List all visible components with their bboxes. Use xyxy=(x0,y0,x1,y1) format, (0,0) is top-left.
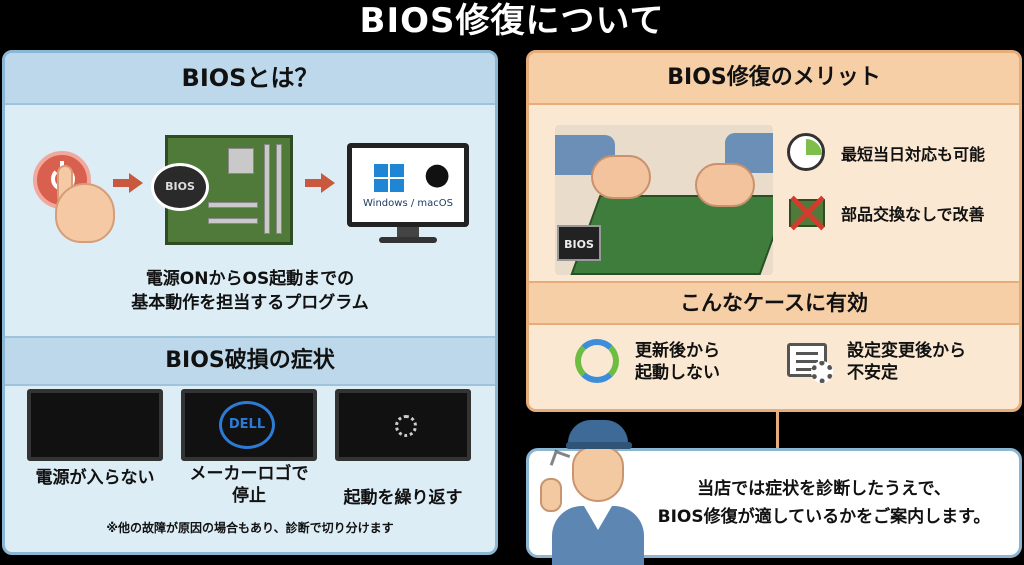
symptom-label-reboot-loop: 起動を繰り返す xyxy=(343,488,463,508)
apple-logo-icon: ● xyxy=(424,157,451,192)
bios-chip-icon: BIOS xyxy=(151,163,209,211)
monitor-stand xyxy=(397,227,419,237)
pointing-hand-icon xyxy=(540,478,562,512)
case-item: 更新後から 起動しない xyxy=(575,337,720,387)
cases-heading: こんなケースに有効 xyxy=(529,281,1019,325)
symptom-label-logo-stop: メーカーロゴで 停止 xyxy=(189,464,309,506)
merit-item: 部品交換なしで改善 xyxy=(787,193,985,233)
monitor-icon: ● Windows / macOS xyxy=(347,143,469,227)
merit-item: 最短当日対応も可能 xyxy=(787,133,985,173)
bios-about-heading: BIOSとは？ xyxy=(5,53,495,105)
page-title: BIOS修復について xyxy=(359,1,665,41)
bios-about-panel: BIOSとは？ BIOS ● Windows / macOS xyxy=(2,50,498,555)
technician-illustration xyxy=(538,420,648,565)
symptoms-heading: BIOS破損の症状 xyxy=(5,336,495,386)
soldering-illustration: BIOS xyxy=(555,125,773,275)
os-label: Windows / macOS xyxy=(363,198,453,209)
no-parts-icon xyxy=(787,193,827,233)
dell-logo-icon: DELL xyxy=(219,401,275,449)
black-screen-monitor-icon xyxy=(27,389,163,461)
arrow-right-icon xyxy=(113,173,143,193)
arrow-right-icon xyxy=(305,173,335,193)
bios-description: 電源ONからOS起動までの 基本動作を担当するプログラム xyxy=(131,269,369,313)
case-item: 設定変更後から 不安定 xyxy=(787,337,966,387)
technician-face xyxy=(572,446,624,502)
merit-heading: BIOS修復のメリット xyxy=(529,53,1019,105)
bios-merit-panel: BIOS修復のメリット BIOS 最短当日対応も可能 部品交換なしで改善 こんな… xyxy=(526,50,1022,412)
hand-icon xyxy=(55,183,115,243)
connector-line xyxy=(776,412,779,448)
exclaim-lines-icon xyxy=(549,449,571,471)
cap-icon xyxy=(568,420,628,446)
loading-spinner-icon xyxy=(395,415,417,437)
clock-icon xyxy=(787,133,825,171)
hand-icon xyxy=(695,163,755,207)
loading-screen-monitor-icon xyxy=(335,389,471,461)
hand-icon xyxy=(591,155,651,199)
bios-chip-icon: BIOS xyxy=(557,225,601,261)
logo-screen-monitor-icon: DELL xyxy=(181,389,317,461)
footnote: ※他の故障が原因の場合もあり、診断で切り分けます xyxy=(106,521,394,535)
settings-gear-icon xyxy=(811,361,833,383)
refresh-icon xyxy=(575,339,619,383)
boot-flow-illustration: BIOS ● Windows / macOS xyxy=(5,113,495,263)
monitor-base xyxy=(379,237,437,243)
symptom-label-no-power: 電源が入らない xyxy=(35,468,155,488)
bubble-message: 当店では症状を診断したうえで、 BIOS修復が適しているかをご案内します。 xyxy=(657,479,991,527)
windows-logo-icon xyxy=(374,164,406,194)
